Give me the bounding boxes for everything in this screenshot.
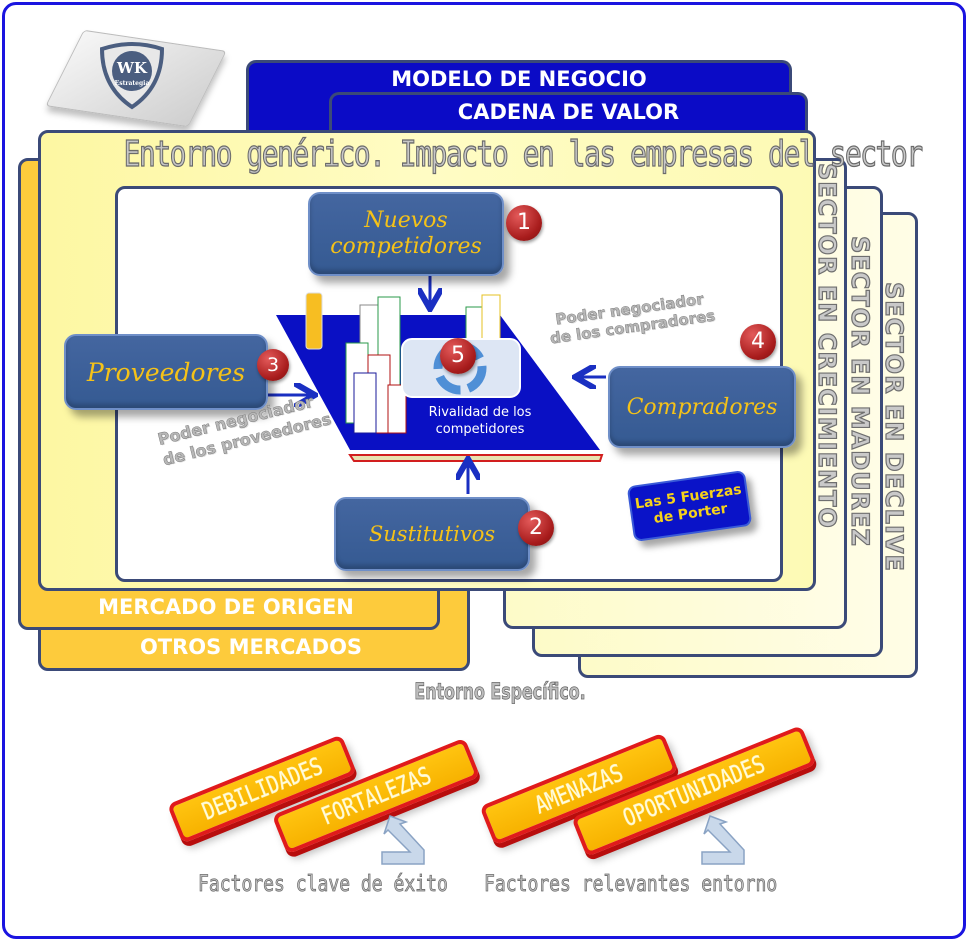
rivalry-platform <box>276 292 604 462</box>
otros-mercados-label: OTROS MERCADOS <box>139 635 363 659</box>
factores-relevantes-label: Factores relevantes entorno <box>484 872 778 898</box>
mercado-origen-label: MERCADO DE ORIGEN <box>98 595 354 619</box>
arrow-3d-internal-icon <box>381 815 425 865</box>
logo-subtext: Estrategia <box>115 80 150 87</box>
logo-text: WK <box>116 59 148 77</box>
rivalidad-label-line2: competidores <box>435 422 525 437</box>
badge-nuevos: 1 <box>506 205 542 241</box>
sector-crecimiento-label: SECTOR EN CRECIMIENTO <box>812 162 841 529</box>
buildings-cluster-left-icon <box>345 296 407 434</box>
buildings-cluster-right-icon <box>465 294 501 344</box>
badge-proveedores: 3 <box>257 349 289 381</box>
platform-base <box>348 454 604 462</box>
sustitutivos-label: Sustitutivos <box>368 522 496 546</box>
badge-sustitutivos: 2 <box>518 510 554 546</box>
entorno-especifico-label: Entorno Específico. <box>414 680 586 706</box>
badge-compradores: 4 <box>740 324 776 360</box>
arrow-3d-external-icon <box>701 815 745 865</box>
band-cadena-label: CADENA DE VALOR <box>457 100 680 124</box>
nuevos-label-line1: Nuevos <box>364 208 448 233</box>
rivalidad-label-line1: Rivalidad de los <box>428 405 532 420</box>
force-sustitutivos[interactable]: Sustitutivos <box>334 497 530 571</box>
shield-logo-icon: WK Estrategia <box>99 42 165 110</box>
compradores-label: Compradores <box>626 394 778 420</box>
nuevos-label-line2: competidores <box>330 234 482 259</box>
entorno-generico-title: Entorno genérico. Impacto en las empresa… <box>123 133 924 175</box>
force-compradores[interactable]: Compradores <box>608 366 796 448</box>
proveedores-label: Proveedores <box>86 357 246 387</box>
yellow-pillar-icon <box>305 292 323 350</box>
force-nuevos-competidores[interactable]: Nuevos competidores <box>308 192 504 276</box>
sector-madurez-label: SECTOR EN MADUREZ <box>845 235 874 547</box>
force-proveedores[interactable]: Proveedores <box>64 334 268 410</box>
sector-declive-label: SECTOR EN DECLIVE <box>879 281 908 572</box>
band-cadena-de-valor: CADENA DE VALOR <box>329 92 808 135</box>
factores-clave-label: Factores clave de éxito <box>198 872 448 898</box>
rivalidad-label: Rivalidad de los competidores <box>410 404 550 438</box>
band-modelo-label: MODELO DE NEGOCIO <box>391 67 647 91</box>
badge-rivalidad: 5 <box>440 338 476 374</box>
